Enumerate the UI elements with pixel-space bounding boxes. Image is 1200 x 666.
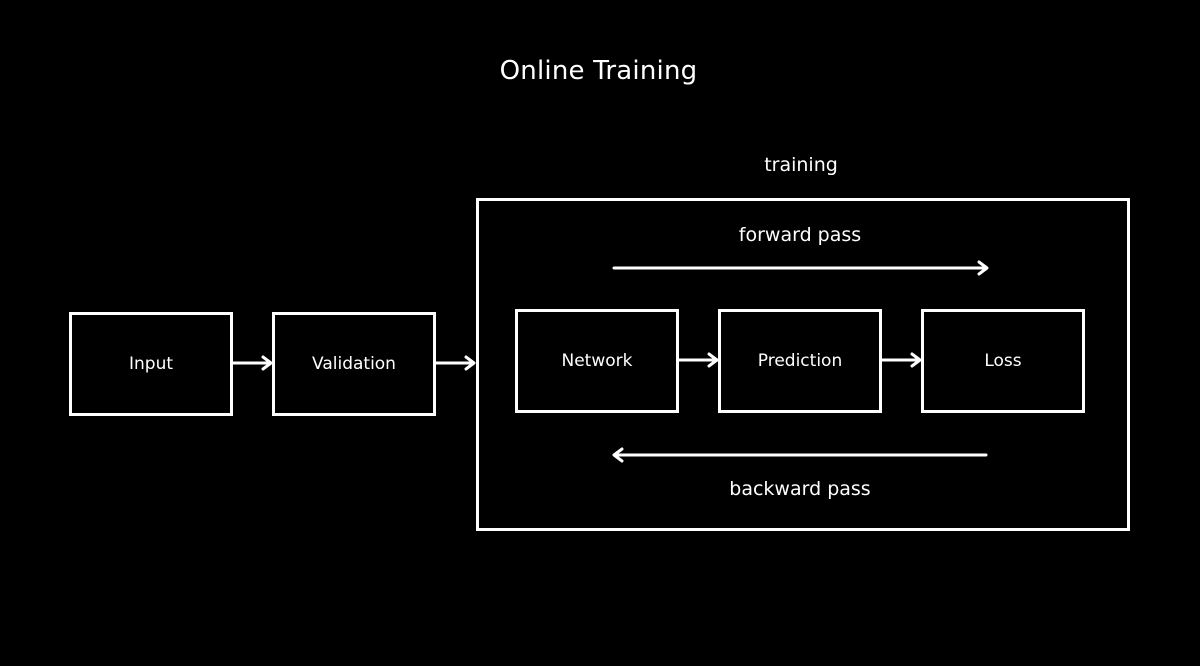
input-to-validation-arrow xyxy=(230,355,273,371)
prediction-node-label: Prediction xyxy=(757,351,843,371)
network-node-label: Network xyxy=(561,351,633,371)
validation-node: Validation xyxy=(272,312,436,416)
prediction-node: Prediction xyxy=(718,309,882,413)
loss-node: Loss xyxy=(921,309,1085,413)
loss-node-label: Loss xyxy=(984,351,1022,371)
diagram-title: Online Training xyxy=(499,56,698,86)
forward-pass-label: forward pass xyxy=(738,224,862,246)
network-node: Network xyxy=(515,309,679,413)
validation-to-training-arrow xyxy=(433,355,476,371)
training-group-box xyxy=(476,198,1130,531)
validation-node-label: Validation xyxy=(312,354,396,374)
input-node: Input xyxy=(69,312,233,416)
backward-pass-label: backward pass xyxy=(729,478,871,500)
training-group-label: training xyxy=(764,154,838,176)
input-node-label: Input xyxy=(128,354,174,374)
